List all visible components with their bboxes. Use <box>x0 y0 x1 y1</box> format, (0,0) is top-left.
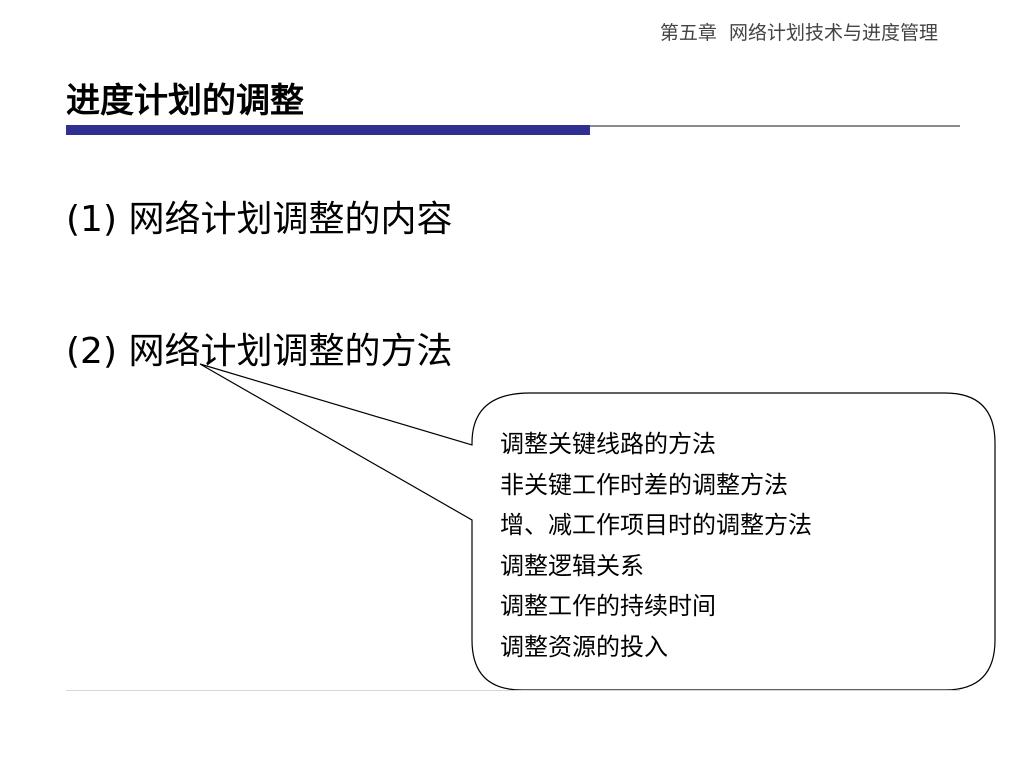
callout-item: 增、减工作项目时的调整方法 <box>500 511 812 539</box>
title-underline-accent <box>66 125 590 135</box>
chapter-header: 第五章 网络计划技术与进度管理 <box>659 22 938 44</box>
callout-item: 调整工作的持续时间 <box>500 592 716 620</box>
callout-method-list: 调整关键线路的方法 非关键工作时差的调整方法 增、减工作项目时的调整方法 调整逻… <box>500 424 812 667</box>
callout-shape <box>199 363 996 691</box>
callout-item: 调整逻辑关系 <box>500 551 644 580</box>
title-underline <box>66 122 960 135</box>
callout-item: 调整资源的投入 <box>500 632 668 661</box>
callout-item: 调整关键线路的方法 <box>500 430 716 458</box>
point-content: (1) 网络计划调整的内容 <box>66 199 453 240</box>
point-methods: (2) 网络计划调整的方法 <box>66 331 453 372</box>
slide-title: 进度计划的调整 <box>66 81 304 121</box>
title-underline-thin <box>590 125 960 127</box>
callout-item: 非关键工作时差的调整方法 <box>500 470 788 499</box>
footer-divider <box>66 690 960 691</box>
